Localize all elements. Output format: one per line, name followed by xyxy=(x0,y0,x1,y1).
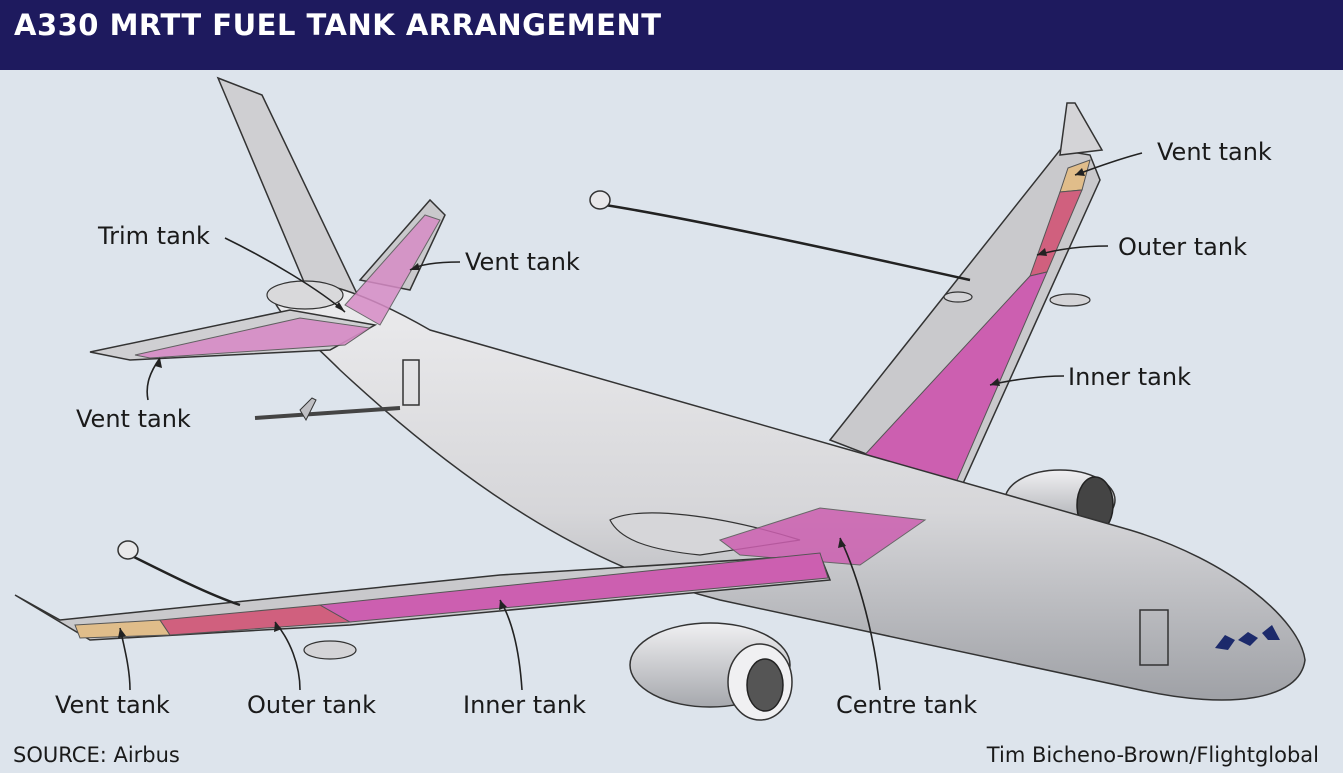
header-bar: A330 MRTT FUEL TANK ARRANGEMENT xyxy=(0,0,1343,70)
near-wing xyxy=(14,552,832,660)
far-wing xyxy=(828,102,1116,534)
trim-tank-far xyxy=(344,214,441,326)
label-vent-tank-tail-right: Vent tank xyxy=(465,248,580,276)
label-vent-tank-wing-far: Vent tank xyxy=(1157,138,1272,166)
label-centre-tank: Centre tank xyxy=(836,691,978,719)
near-engine xyxy=(629,622,793,721)
inner-tank-near xyxy=(318,552,829,623)
diagram-title: A330 MRTT FUEL TANK ARRANGEMENT xyxy=(14,8,662,42)
label-outer-tank-wing-far: Outer tank xyxy=(1118,233,1247,261)
label-vent-tank-wing-near: Vent tank xyxy=(55,691,170,719)
drogue-far xyxy=(589,190,611,210)
label-outer-tank-wing-near: Outer tank xyxy=(247,691,376,719)
label-inner-tank-wing-near: Inner tank xyxy=(463,691,586,719)
aircraft-illustration xyxy=(14,76,1306,721)
label-trim-tank: Trim tank xyxy=(98,222,210,250)
label-vent-tank-tail-left: Vent tank xyxy=(76,405,191,433)
source-note: SOURCE: Airbus xyxy=(13,743,180,767)
drogue-near xyxy=(117,540,139,560)
trim-tank-near xyxy=(134,317,372,359)
credit-note: Tim Bicheno-Brown/Flightglobal xyxy=(986,743,1319,767)
label-inner-tank-wing-far: Inner tank xyxy=(1068,363,1191,391)
centre-tank xyxy=(718,507,927,566)
fuselage xyxy=(272,281,1306,701)
near-horizontal-tail xyxy=(89,214,441,361)
